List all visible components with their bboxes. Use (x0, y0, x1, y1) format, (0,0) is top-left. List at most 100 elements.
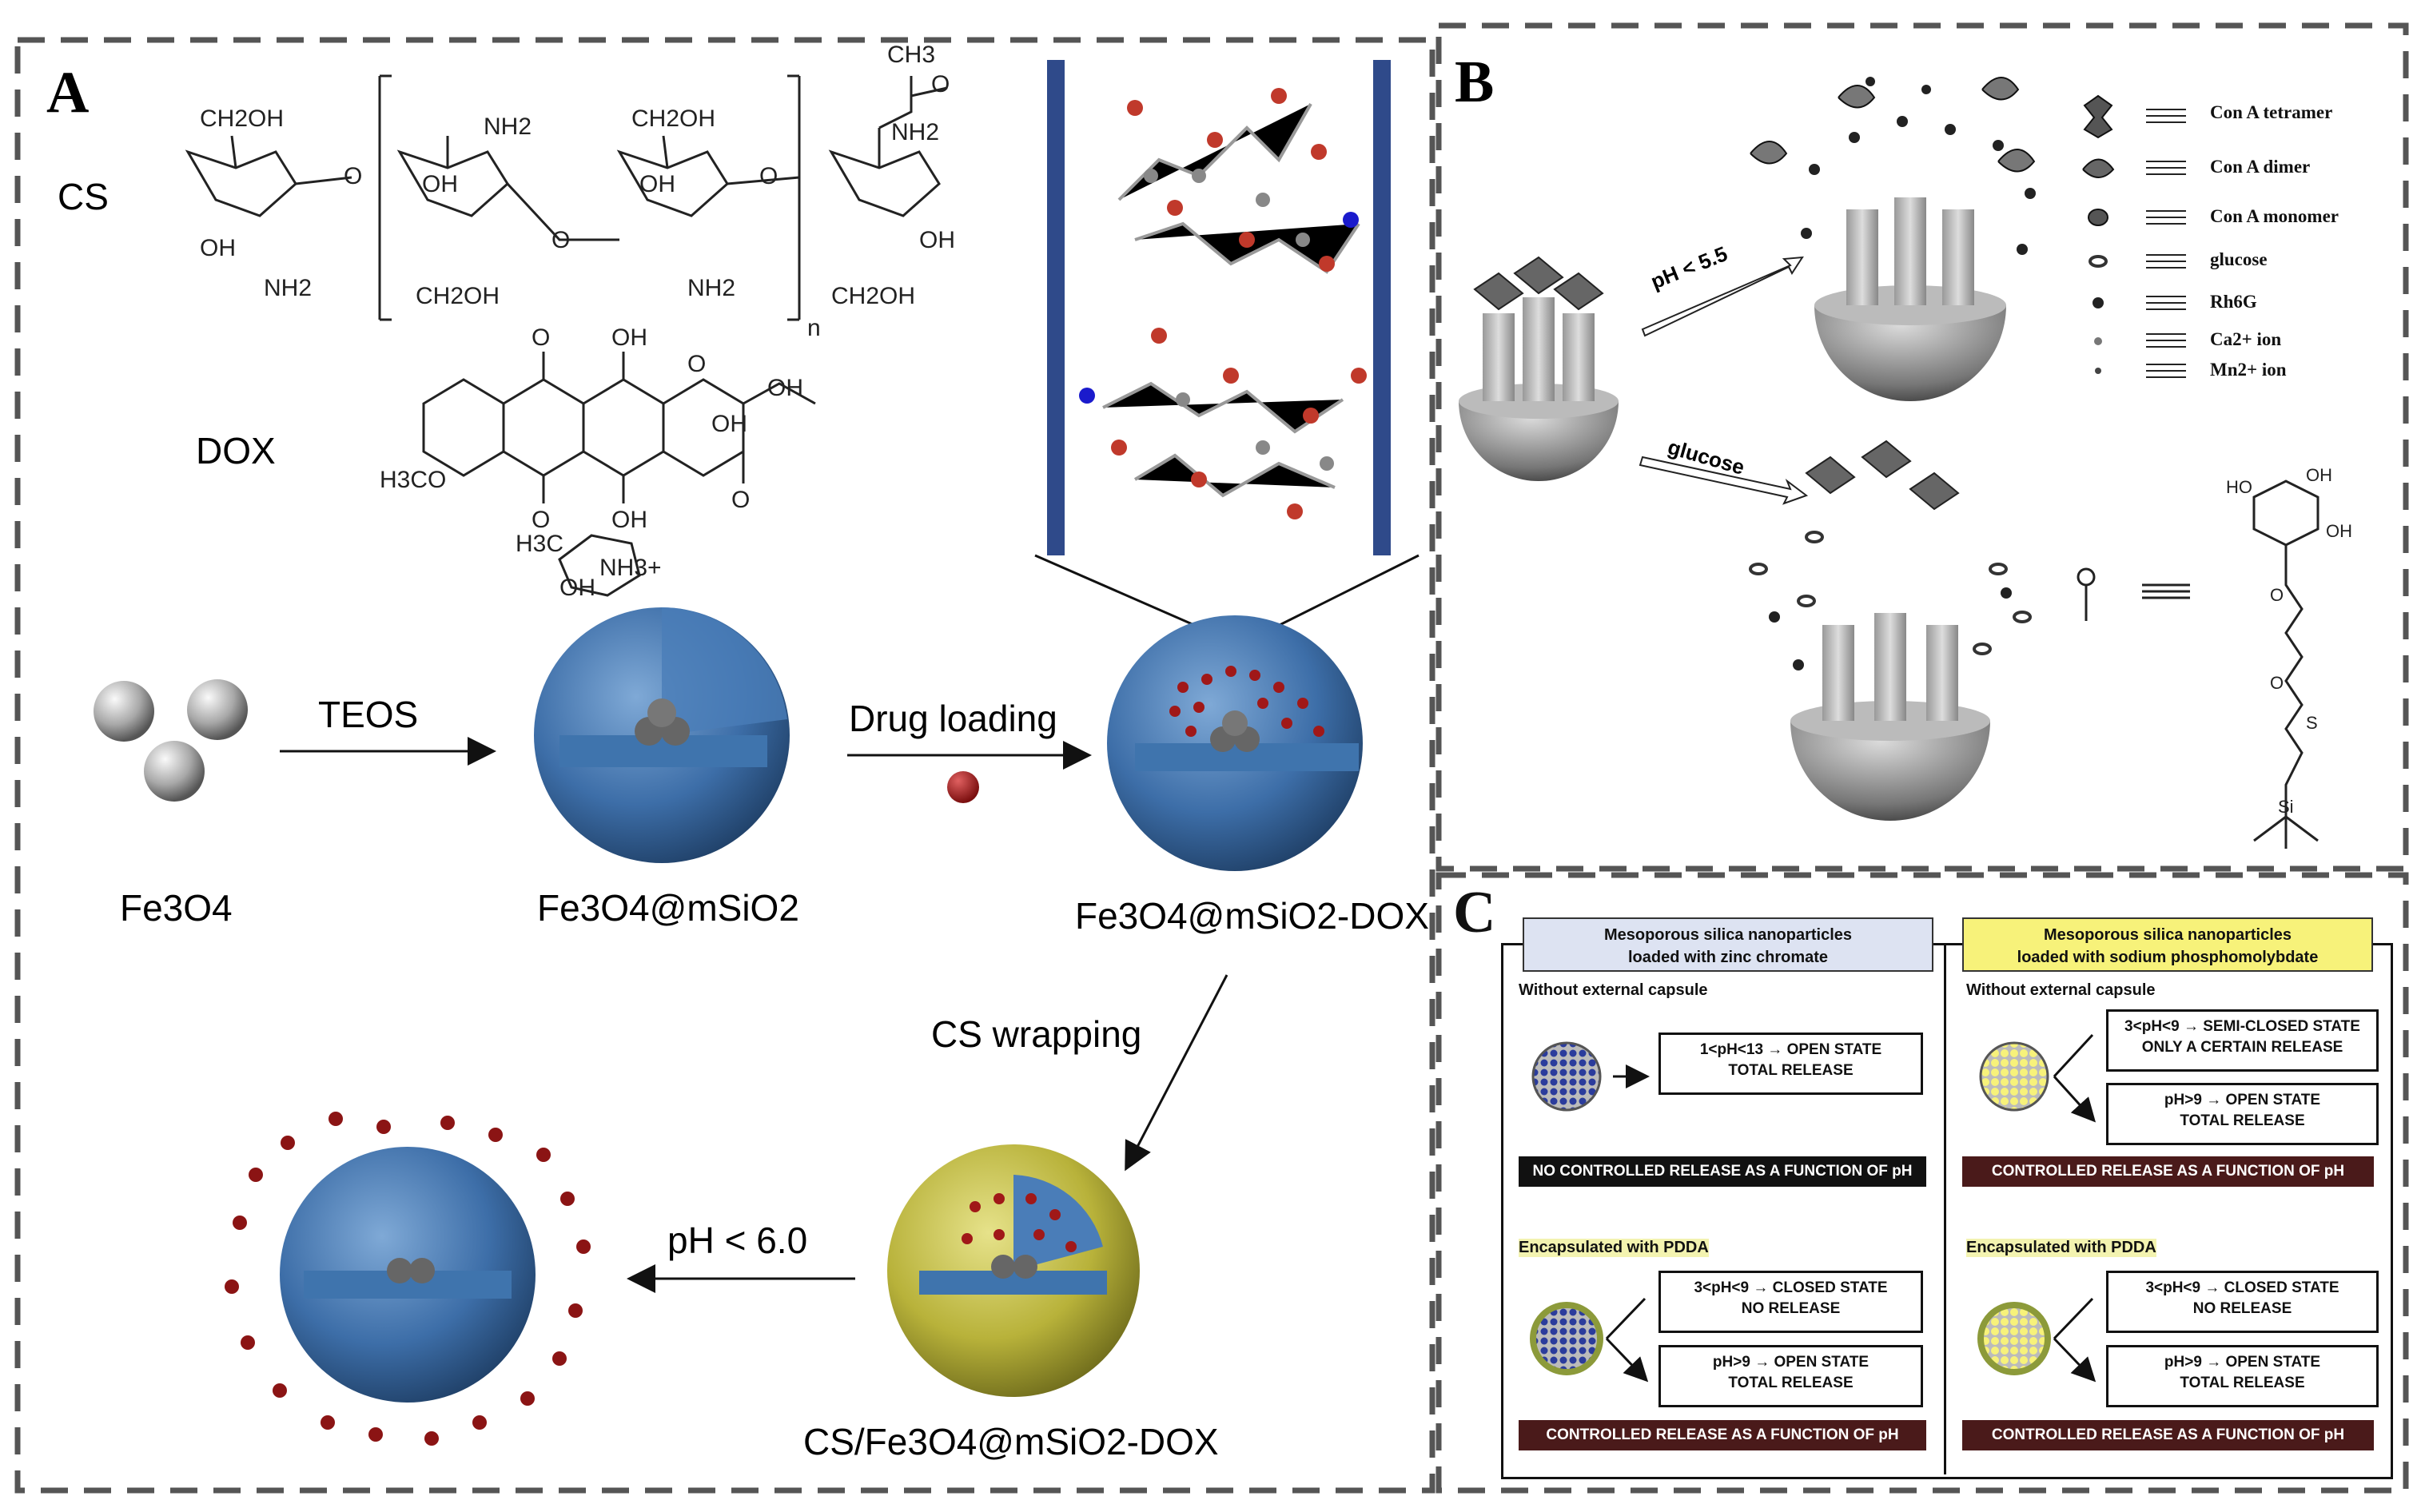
left-bar-no-controlled: NO CONTROLLED RELEASE AS A FUNCTION OF p… (1519, 1156, 1926, 1187)
svg-text:O: O (551, 227, 570, 253)
svg-text:CH2OH: CH2OH (416, 283, 500, 309)
ph-arrow-label: pH < 5.5 (1647, 241, 1730, 293)
zinc-chromate-particle (1531, 1041, 1602, 1112)
panel-c-frame (1501, 943, 2393, 1479)
svg-text:H3C: H3C (516, 531, 563, 557)
svg-text:OH: OH (639, 171, 675, 197)
cs-wrapping-label: CS wrapping (931, 1013, 1141, 1055)
svg-text:OH: OH (611, 507, 647, 533)
svg-text:OH: OH (422, 171, 458, 197)
legend-con-a-monomer: Con A monomer (2210, 206, 2339, 226)
svg-text:OH: OH (200, 235, 236, 261)
fe3o4-msio2-dox-label: Fe3O4@mSiO2-DOX (1075, 895, 1429, 937)
svg-text:NH2: NH2 (891, 119, 939, 145)
svg-text:n: n (807, 315, 821, 341)
right-encapsulated: Encapsulated with PDDA (1966, 1239, 2156, 1257)
legend-icons (2082, 94, 2186, 378)
svg-text:H3CO: H3CO (380, 467, 446, 493)
panel-c-letter: C (1453, 880, 1496, 945)
legend-mn-ion: Mn2+ ion (2210, 360, 2287, 380)
right-without-capsule: Without external capsule (1966, 981, 2156, 999)
legend-ca-ion: Ca2+ ion (2210, 329, 2282, 349)
svg-text:O: O (532, 324, 550, 351)
zinc-chromate-pdda-particle (1530, 1302, 1603, 1375)
drug-loaded-sphere (1107, 615, 1363, 871)
left-bar-controlled: CONTROLLED RELEASE AS A FUNCTION OF pH (1519, 1420, 1926, 1450)
svg-text:NH2: NH2 (484, 113, 532, 140)
right-bar-controlled-2: CONTROLLED RELEASE AS A FUNCTION OF pH (1962, 1420, 2374, 1450)
right-bar-controlled-1: CONTROLLED RELEASE AS A FUNCTION OF pH (1962, 1156, 2374, 1187)
legend-glucose: glucose (2210, 249, 2268, 269)
svg-text:NH2: NH2 (264, 275, 312, 301)
panel-c-divider (1944, 943, 1946, 1474)
fe3o4-label: Fe3O4 (120, 887, 233, 929)
legend-con-a-tetramer: Con A tetramer (2210, 102, 2333, 122)
pore-simulation-inset (1034, 60, 1420, 678)
svg-text:CH2OH: CH2OH (631, 105, 715, 132)
cs-wrapped-sphere (887, 1144, 1140, 1397)
glucose-linker-structure (2077, 479, 2319, 849)
svg-text:OH: OH (2326, 521, 2352, 541)
svg-text:OH: OH (611, 324, 647, 351)
svg-text:O: O (731, 487, 750, 513)
svg-text:OH: OH (559, 575, 595, 601)
svg-text:CH2OH: CH2OH (200, 105, 284, 132)
legend-rh6g: Rh6G (2210, 292, 2257, 312)
svg-text:O: O (759, 163, 778, 189)
chitosan-labels: CH2OH NH2 CH2OH NH2 CH3 O NH2 CH2OH NH2 … (200, 42, 955, 341)
svg-text:O: O (2270, 585, 2284, 605)
svg-text:CH3: CH3 (887, 42, 935, 68)
svg-text:NH3+: NH3+ (599, 555, 662, 581)
released-sphere (225, 1112, 591, 1446)
panel-b: B pH < 5.5 glucose (1455, 50, 2352, 849)
chitosan-structure (185, 74, 948, 321)
panel-b-letter: B (1455, 50, 1494, 115)
svg-text:O: O (931, 71, 950, 97)
ph-released-particle (1750, 77, 2036, 401)
dox-label: DOX (196, 430, 276, 472)
svg-text:OH: OH (919, 227, 955, 253)
phosphomolybdate-particle (1979, 1041, 2049, 1112)
svg-text:O: O (2270, 673, 2284, 693)
fe3o4-particles (94, 679, 248, 802)
svg-text:O: O (687, 351, 706, 377)
dox-molecule-dot (947, 771, 979, 803)
svg-text:OH: OH (711, 411, 747, 437)
fe3o4-msio2-label: Fe3O4@mSiO2 (537, 887, 799, 929)
teos-label: TEOS (318, 694, 418, 735)
panel-a: A CS CH2OH NH2 CH2OH NH2 CH3 O NH2 CH2OH… (46, 42, 1429, 1462)
left-without-capsule: Without external capsule (1519, 981, 1708, 999)
mesoporous-silica-sphere (534, 607, 790, 863)
svg-text:NH2: NH2 (687, 275, 735, 301)
glucose-released-particle (1749, 440, 2032, 821)
panel-c-graphics (1530, 1033, 2388, 1474)
svg-text:O: O (344, 163, 362, 189)
ph-release-label: pH < 6.0 (667, 1220, 807, 1261)
svg-text:OH: OH (767, 375, 803, 401)
dox-labels: O OH O OH OH H3CO O OH O H3C NH3+ OH (380, 324, 803, 601)
svg-text:O: O (532, 507, 550, 533)
cs-fe3o4-msio2-dox-label: CS/Fe3O4@mSiO2-DOX (803, 1421, 1219, 1462)
dox-structure (422, 352, 816, 597)
phosphomolybdate-pdda-particle (1977, 1302, 2051, 1375)
left-encapsulated: Encapsulated with PDDA (1519, 1239, 1709, 1257)
legend-con-a-dimer: Con A dimer (2210, 157, 2311, 177)
panel-a-letter: A (46, 60, 89, 125)
cs-label: CS (58, 176, 109, 217)
svg-text:OH: OH (2306, 465, 2332, 485)
capped-nanoparticle (1459, 256, 1619, 481)
drug-loading-label: Drug loading (849, 698, 1057, 739)
svg-text:S: S (2306, 713, 2318, 733)
svg-text:HO: HO (2226, 477, 2252, 497)
svg-text:Si: Si (2278, 797, 2294, 817)
